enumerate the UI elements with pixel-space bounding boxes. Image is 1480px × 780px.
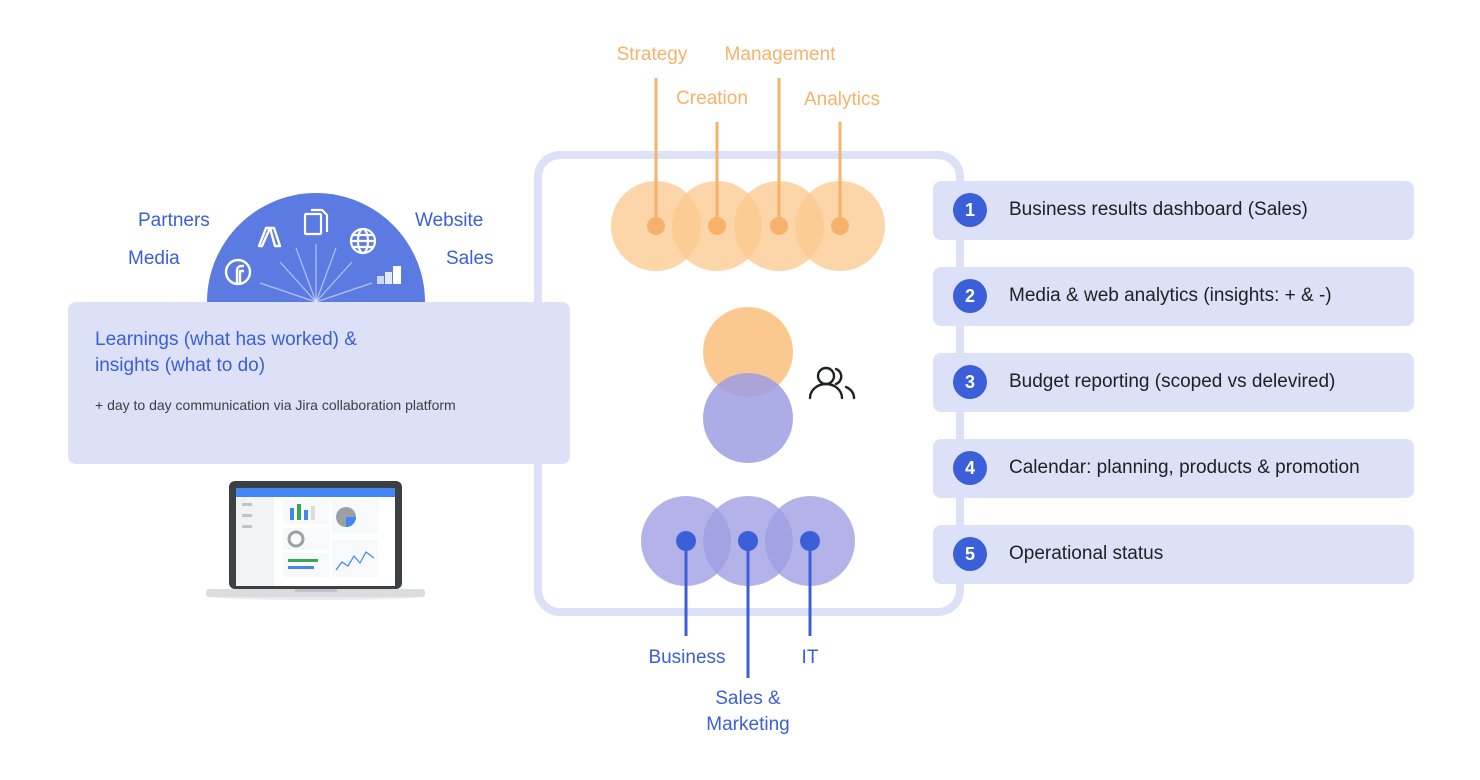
number-badge: 2 [953,279,987,313]
role-label-sales-marketing-1: Sales & [715,688,781,709]
role-label-management: Management [724,44,836,65]
list-item-text: Business results dashboard (Sales) [1009,199,1308,220]
number-badge: 5 [953,537,987,571]
venn-orange-circle [703,307,793,397]
role-label-analytics: Analytics [803,89,881,110]
list-item: 1 Business results dashboard (Sales) [933,181,1414,240]
globe-icon [349,227,377,255]
list-item-text: Calendar: planning, products & promotion [1009,457,1360,478]
list-item-text: Media & web analytics (insights: + & -) [1009,285,1332,306]
facebook-icon [224,258,252,286]
role-label-business: Business [648,647,726,668]
venn-purple-circle [703,373,793,463]
list-item: 4 Calendar: planning, products & promoti… [933,439,1414,498]
number-badge: 3 [953,365,987,399]
role-label-it: IT [801,647,819,668]
source-label-sales: Sales [446,248,494,269]
number-badge: 4 [953,451,987,485]
source-label-media: Media [128,248,180,269]
list-item: 3 Budget reporting (scoped vs delevired) [933,353,1414,412]
bottom-connector-dots [676,531,820,551]
insights-box: Learnings (what has worked) & insights (… [68,302,570,464]
documents-icon [303,208,329,236]
insights-subtitle: + day to day communication via Jira coll… [95,397,456,413]
list-item-text: Operational status [1009,543,1164,564]
people-icon [808,366,856,400]
list-item: 5 Operational status [933,525,1414,584]
role-label-strategy: Strategy [616,44,688,65]
source-label-website: Website [415,210,484,231]
source-label-partners: Partners [138,210,210,231]
list-item: 2 Media & web analytics (insights: + & -… [933,267,1414,326]
role-label-sales-marketing-2: Marketing [706,714,790,735]
insights-title: Learnings (what has worked) & insights (… [95,329,357,376]
source-rays [259,244,373,303]
role-label-creation: Creation [676,88,748,109]
ads-icon [257,226,282,248]
bottom-connector-lines [684,541,812,678]
top-connector-lines [654,78,842,226]
top-connector-dots [647,217,849,235]
laptop-dashboard-icon [206,481,425,600]
bar-chart-icon [377,266,401,284]
number-badge: 1 [953,193,987,227]
list-item-text: Budget reporting (scoped vs delevired) [1009,371,1336,392]
